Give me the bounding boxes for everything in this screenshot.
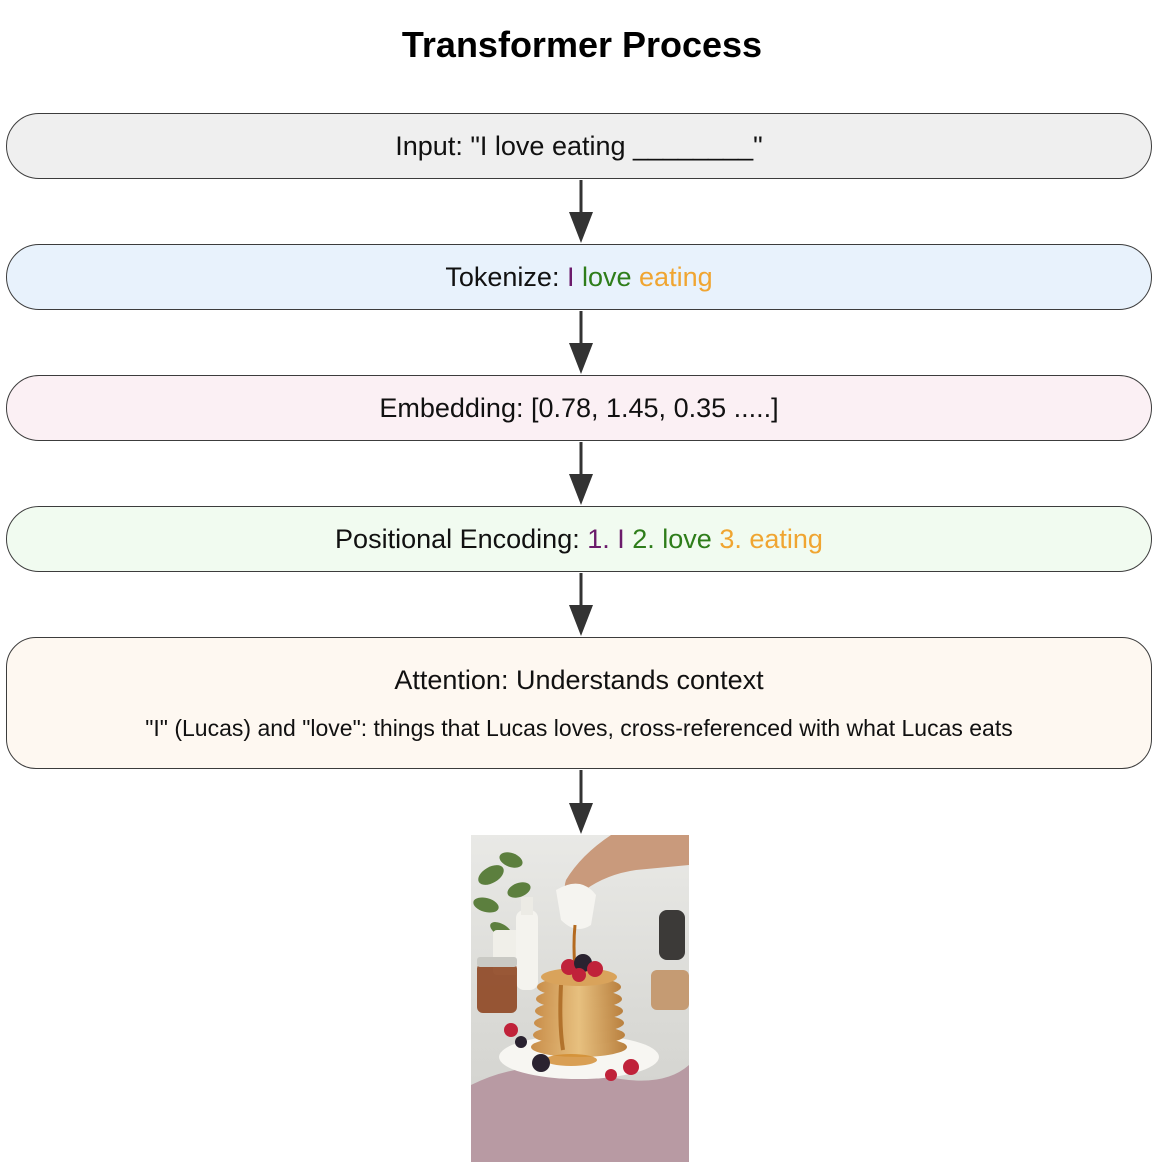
position-token-1: 1. I [587,523,625,554]
position-token-2: 2. love [632,523,712,554]
positional-label: Positional Encoding: [335,523,588,554]
arrowhead-tokenize [569,212,593,243]
arrowhead-embedding [569,343,593,374]
attention-title: Attention: Understands context [394,664,764,695]
tokenize-label: Tokenize: [445,261,567,292]
embedding-text: Embedding: [0.78, 1.45, 0.35 .....] [379,392,779,423]
token-love: love [581,261,632,292]
input-step-box: Input: "I love eating ________" [6,113,1152,179]
token-eating: eating [639,261,713,292]
position-token-3: 3. eating [719,523,823,554]
embedding-step-box: Embedding: [0.78, 1.45, 0.35 .....] [6,375,1152,441]
positional-encoding-step-box: Positional Encoding: 1. I 2. love 3. eat… [6,506,1152,572]
arrowhead-positional [569,474,593,505]
attention-detail: "I" (Lucas) and "love": things that Luca… [145,714,1013,741]
input-step-text: Input: "I love eating ________" [395,130,763,161]
tokenize-step-box: Tokenize: I love eating [6,244,1152,310]
diagram-title: Transformer Process [401,24,763,65]
arrowhead-attention [569,605,593,636]
attention-step-box: Attention: Understands context "I" (Luca… [6,637,1152,769]
arrowhead-image [569,803,593,834]
token-i: I [566,261,575,292]
pancake-photo [471,835,689,1162]
